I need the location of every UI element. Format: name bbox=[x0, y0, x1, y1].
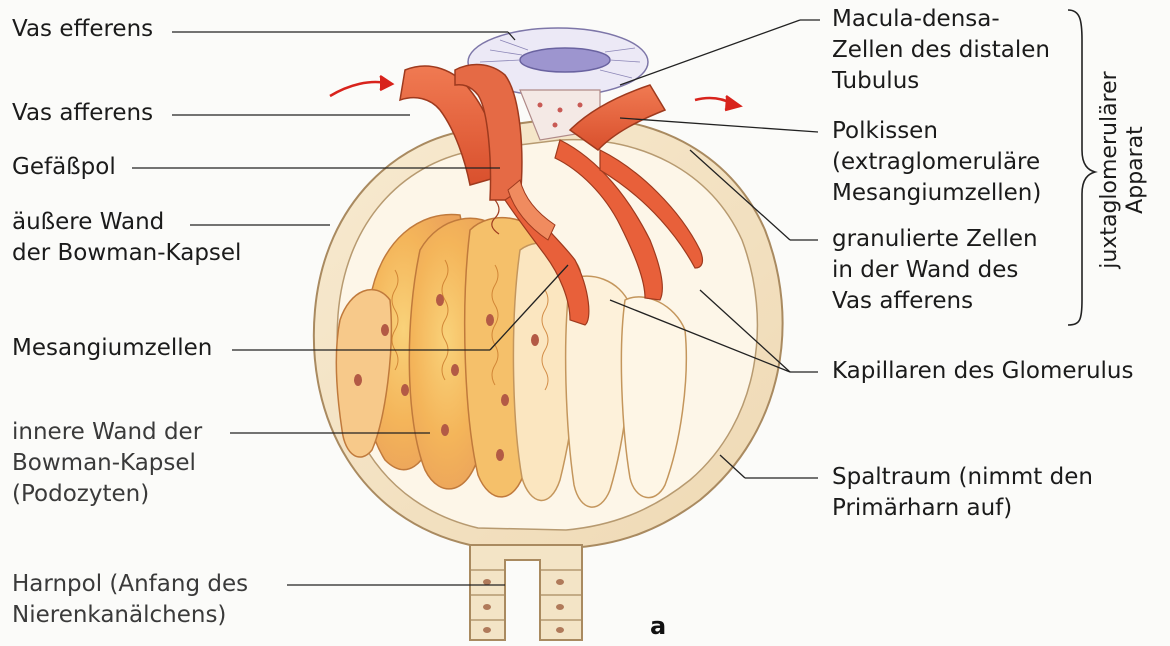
label-spaltraum: Spaltraum (nimmt den Primärharn auf) bbox=[832, 462, 1093, 524]
label-vas-afferens: Vas afferens bbox=[12, 98, 153, 129]
label-granulierte-zellen: granulierte Zellen in der Wand des Vas a… bbox=[832, 224, 1038, 317]
label-innere-wand: innere Wand der Bowman-Kapsel (Podozyten… bbox=[12, 417, 202, 510]
label-aeussere-wand: äußere Wand der Bowman-Kapsel bbox=[12, 207, 241, 269]
bracket bbox=[1068, 10, 1095, 325]
label-harnpol: Harnpol (Anfang des Nierenkanälchens) bbox=[12, 569, 248, 631]
label-mesangiumzellen: Mesangiumzellen bbox=[12, 333, 212, 364]
panel-letter: a bbox=[650, 612, 666, 640]
label-juxtaglomerulaerer-apparat: juxtaglomerulärer Apparat bbox=[1097, 55, 1153, 285]
label-macula-densa: Macula-densa- Zellen des distalen Tubulu… bbox=[832, 4, 1050, 97]
label-polkissen: Polkissen (extraglomeruläre Mesangiumzel… bbox=[832, 116, 1041, 209]
label-gefaesspol: Gefäßpol bbox=[12, 152, 116, 183]
flow-arrow-out bbox=[695, 96, 740, 110]
label-kapillaren: Kapillaren des Glomerulus bbox=[832, 356, 1134, 387]
flow-arrow-in bbox=[330, 76, 392, 96]
label-vas-efferens: Vas efferens bbox=[12, 14, 153, 45]
